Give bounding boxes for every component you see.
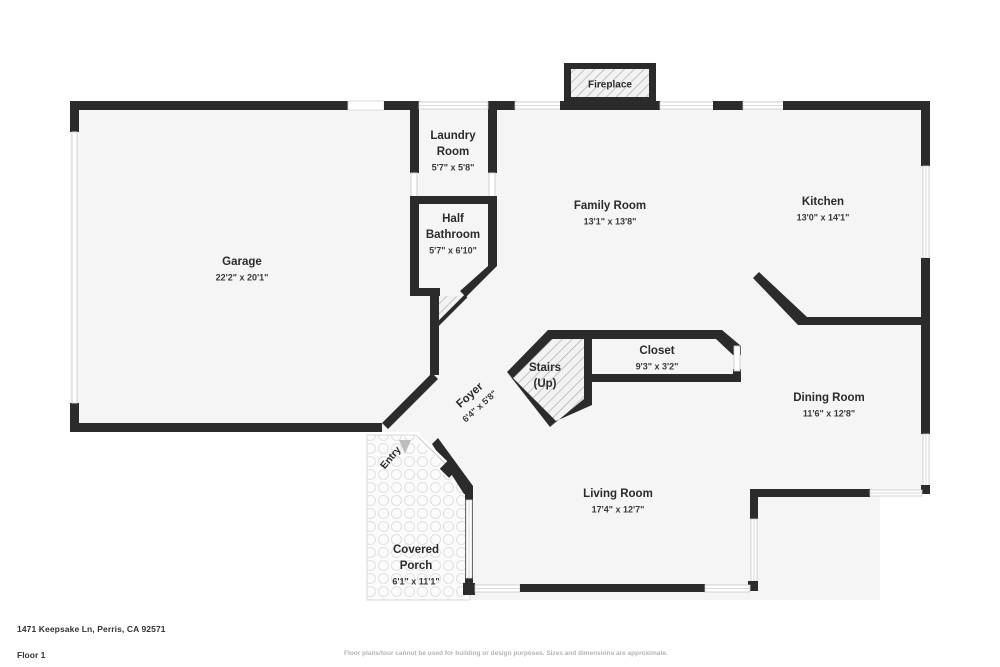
- window-dining-bottom: [869, 489, 923, 497]
- room-label-garage: Garage: [222, 256, 262, 268]
- main-body-floor: [410, 101, 930, 600]
- window-living-bottom-2: [704, 584, 751, 593]
- window-living-bottom-1: [474, 584, 521, 593]
- room-label-covered-porch-2: Porch: [400, 560, 433, 572]
- wall-dining-bottom: [750, 489, 870, 497]
- wall-right-mid: [921, 258, 930, 434]
- room-dim-garage: 22'2" x 20'1": [216, 272, 269, 282]
- window-family-top-2: [659, 101, 716, 110]
- fireplace-hatch: [571, 69, 649, 97]
- address-caption: 1471 Keepsake Ln, Perris, CA 92571: [17, 624, 166, 634]
- room-dim-kitchen: 13'0" x 14'1": [797, 212, 850, 222]
- wall-garage-left-lower: [70, 403, 79, 432]
- wall-halfbath-left: [410, 204, 419, 296]
- room-dim-covered-porch: 6'1" x 11'1": [392, 576, 439, 586]
- entry-door: [415, 434, 459, 478]
- garage-top-opening: [347, 100, 385, 111]
- floor-caption: Floor 1: [17, 650, 46, 660]
- room-dim-laundry: 5'7" x 5'8": [432, 162, 475, 172]
- closet-door-right: [733, 345, 741, 372]
- wall-stairs-top-diag: [507, 330, 588, 378]
- room-label-laundry: Laundry: [430, 130, 476, 142]
- wall-right-lower-corner: [921, 485, 930, 494]
- wall-main-top-b: [560, 101, 660, 110]
- wall-stairs-left-diag: [507, 372, 556, 427]
- wall-laundry-left-upper: [410, 101, 419, 173]
- room-dim-half-bathroom: 5'7" x 6'10": [429, 245, 477, 255]
- room-dim-closet: 9'3" x 3'2": [636, 361, 679, 371]
- room-label-covered-porch: Covered: [393, 544, 439, 556]
- room-dim-living-room: 17'4" x 12'7": [592, 504, 645, 514]
- wall-garage-foyer-diagonal: [382, 373, 438, 429]
- room-label-stairs: Stairs: [529, 362, 561, 374]
- wall-halfbath-right: [488, 204, 497, 266]
- disclaimer-caption: Floor plans/tour cannot be used for buil…: [344, 650, 668, 657]
- room-label-half-bathroom-2: Bathroom: [426, 229, 480, 241]
- wall-main-top-d: [783, 101, 930, 110]
- stairs-area: [510, 330, 588, 420]
- room-label-kitchen: Kitchen: [802, 196, 844, 208]
- window-living-right: [750, 518, 758, 582]
- wall-halfbath-corner-diag: [460, 266, 497, 297]
- room-label-half-bathroom: Half: [442, 213, 464, 225]
- wall-garage-bottom: [70, 423, 382, 432]
- wall-main-top-a: [497, 101, 515, 110]
- room-label-laundry-2: Room: [437, 146, 470, 158]
- room-label-stairs-2: (Up): [534, 378, 557, 390]
- room-dim-dining-room: 11'6" x 12'8": [803, 408, 855, 418]
- room-label-living-room: Living Room: [583, 488, 653, 500]
- room-label-family-room: Family Room: [574, 200, 646, 212]
- floor-fills: [70, 101, 930, 600]
- entry-arrow-icon: [399, 440, 411, 454]
- wall-kitchen-dining-diagonal: [753, 272, 807, 325]
- wall-living-bottom: [520, 584, 705, 592]
- room-label-closet: Closet: [639, 345, 674, 357]
- door-swing-edge: [434, 294, 468, 328]
- feature-label-fireplace: Fireplace: [588, 80, 632, 91]
- wall-living-bottom-corner-left: [463, 583, 475, 595]
- room-label-dining-room: Dining Room: [793, 392, 865, 404]
- wall-kitchen-dining-horiz: [798, 317, 923, 325]
- wall-closet-top: [588, 330, 741, 355]
- wall-garage-right-lower: [430, 296, 439, 375]
- half-bath-door-swing: [434, 294, 468, 328]
- wall-halfbath-bottom: [410, 288, 440, 296]
- room-dim-family-room: 13'1" x 13'8": [584, 216, 637, 226]
- wall-stairs-bottom-diag: [550, 374, 592, 427]
- window-laundry-top: [418, 101, 489, 110]
- wall-living-right-corner: [748, 581, 758, 591]
- wall-laundry-right-upper: [488, 101, 497, 173]
- window-dining-right: [922, 433, 930, 491]
- fireplace-unit: [564, 63, 656, 101]
- garage-floor: [70, 101, 410, 432]
- wall-garage-top-2: [384, 101, 410, 110]
- wall-right-upper: [921, 101, 930, 166]
- wall-stairs-right: [584, 330, 592, 376]
- room-labels: Garage 22'2" x 20'1" Laundry Room 5'7" x…: [216, 130, 865, 586]
- wall-laundry-bottom: [410, 196, 497, 204]
- wall-living-right-upper: [750, 489, 758, 519]
- wall-main-top-c: [713, 101, 743, 110]
- window-kitchen-right: [922, 165, 930, 259]
- stairs-hatch: [510, 330, 588, 420]
- garage-door-left: [71, 131, 78, 404]
- wall-garage-left-upper: [70, 101, 79, 132]
- wall-closet-bottom: [588, 374, 738, 382]
- walls: [70, 100, 930, 595]
- window-kitchen-top: [742, 101, 786, 110]
- window-porch-left: [465, 499, 473, 579]
- wall-garage-top: [70, 101, 348, 110]
